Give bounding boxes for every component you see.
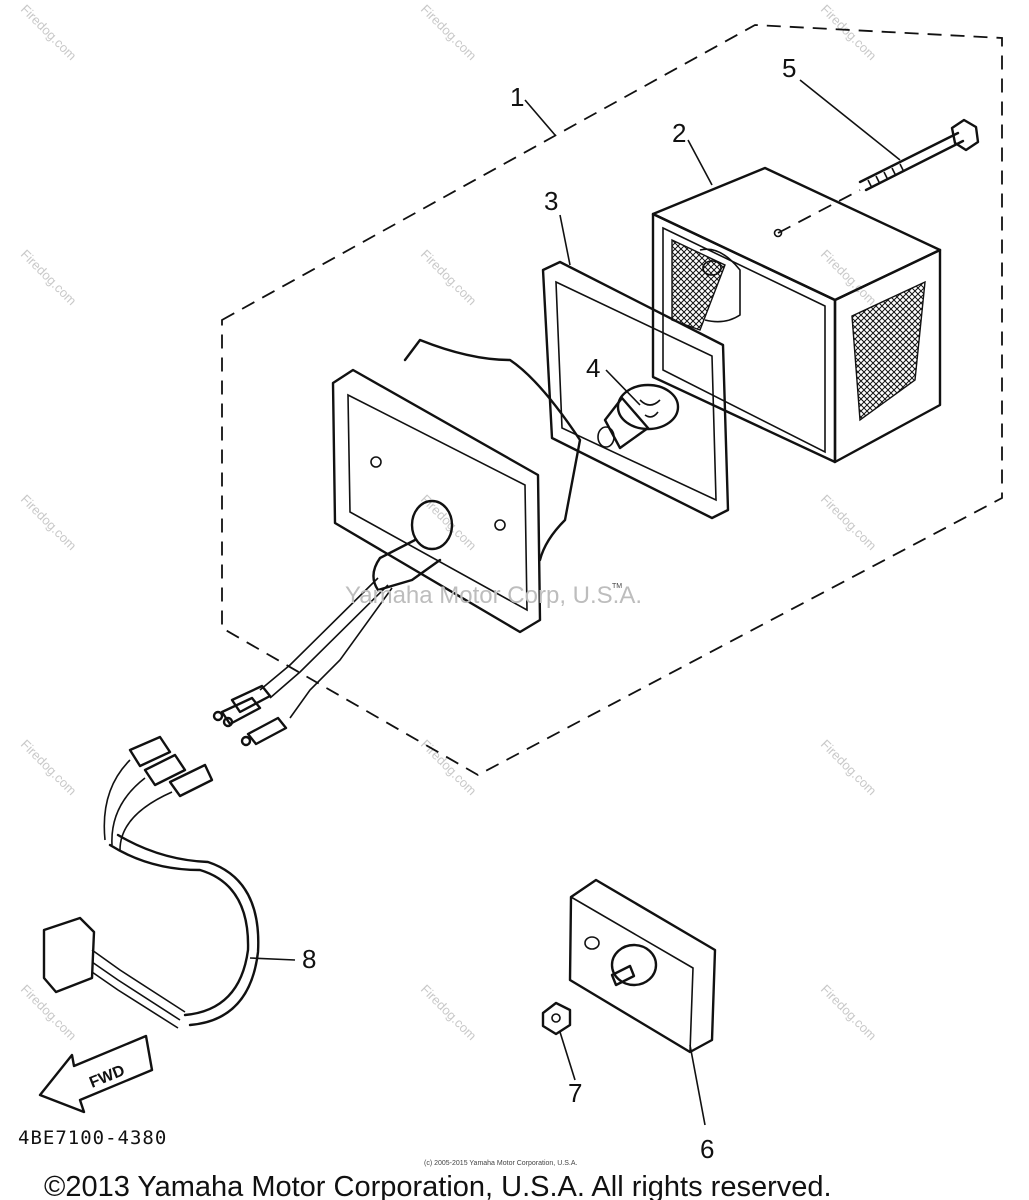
- tiny-notice: (c) 2005-2015 Yamaha Motor Corporation, …: [424, 1160, 577, 1167]
- firedog-watermark: Firedog.com: [18, 492, 80, 554]
- fwd-label: FWD: [87, 1062, 127, 1091]
- bulb: [597, 383, 680, 450]
- lead-wire: [42, 735, 260, 1029]
- license-base: [568, 878, 717, 1054]
- firedog-watermark: Firedog.com: [18, 247, 80, 309]
- firedog-watermark: Firedog.com: [818, 492, 880, 554]
- leader-lines: [249, 79, 901, 1126]
- gasket: [541, 260, 730, 520]
- nut: [541, 1001, 572, 1036]
- center-watermark-tm: TM: [612, 583, 622, 590]
- lens-housing: [651, 166, 942, 464]
- diagram-code: 4BE7100-4380: [18, 1127, 167, 1149]
- firedog-watermark: Firedog.com: [418, 982, 480, 1044]
- firedog-watermark: Firedog.com: [818, 2, 880, 64]
- callout-1: 1: [510, 82, 524, 112]
- firedog-watermark: Firedog.com: [418, 2, 480, 64]
- firedog-watermarks: Firedog.com Firedog.com Firedog.com Fire…: [18, 2, 880, 1044]
- firedog-watermark: Firedog.com: [18, 2, 80, 64]
- callout-5: 5: [782, 53, 796, 83]
- callout-3: 3: [544, 186, 558, 216]
- callout-8: 8: [302, 944, 316, 974]
- lamp-leads: [212, 577, 393, 747]
- firedog-watermark: Firedog.com: [18, 982, 80, 1044]
- assembly-outline: [221, 24, 1003, 777]
- firedog-watermark: Firedog.com: [818, 982, 880, 1044]
- callout-2: 2: [672, 118, 686, 148]
- callout-7: 7: [568, 1078, 582, 1108]
- firedog-watermark: Firedog.com: [818, 247, 880, 309]
- fwd-arrow-icon: FWD: [38, 1034, 154, 1114]
- firedog-watermark: Firedog.com: [818, 737, 880, 799]
- copyright-line: ©2013 Yamaha Motor Corporation, U.S.A. A…: [44, 1171, 832, 1200]
- callout-4: 4: [586, 353, 600, 383]
- lamp-base: [331, 338, 582, 634]
- callout-6: 6: [700, 1134, 714, 1164]
- screw: [777, 118, 980, 234]
- firedog-watermark: Firedog.com: [18, 737, 80, 799]
- center-watermark: Yamaha Motor Corp, U.S.A.: [345, 582, 642, 609]
- firedog-watermark: Firedog.com: [418, 247, 480, 309]
